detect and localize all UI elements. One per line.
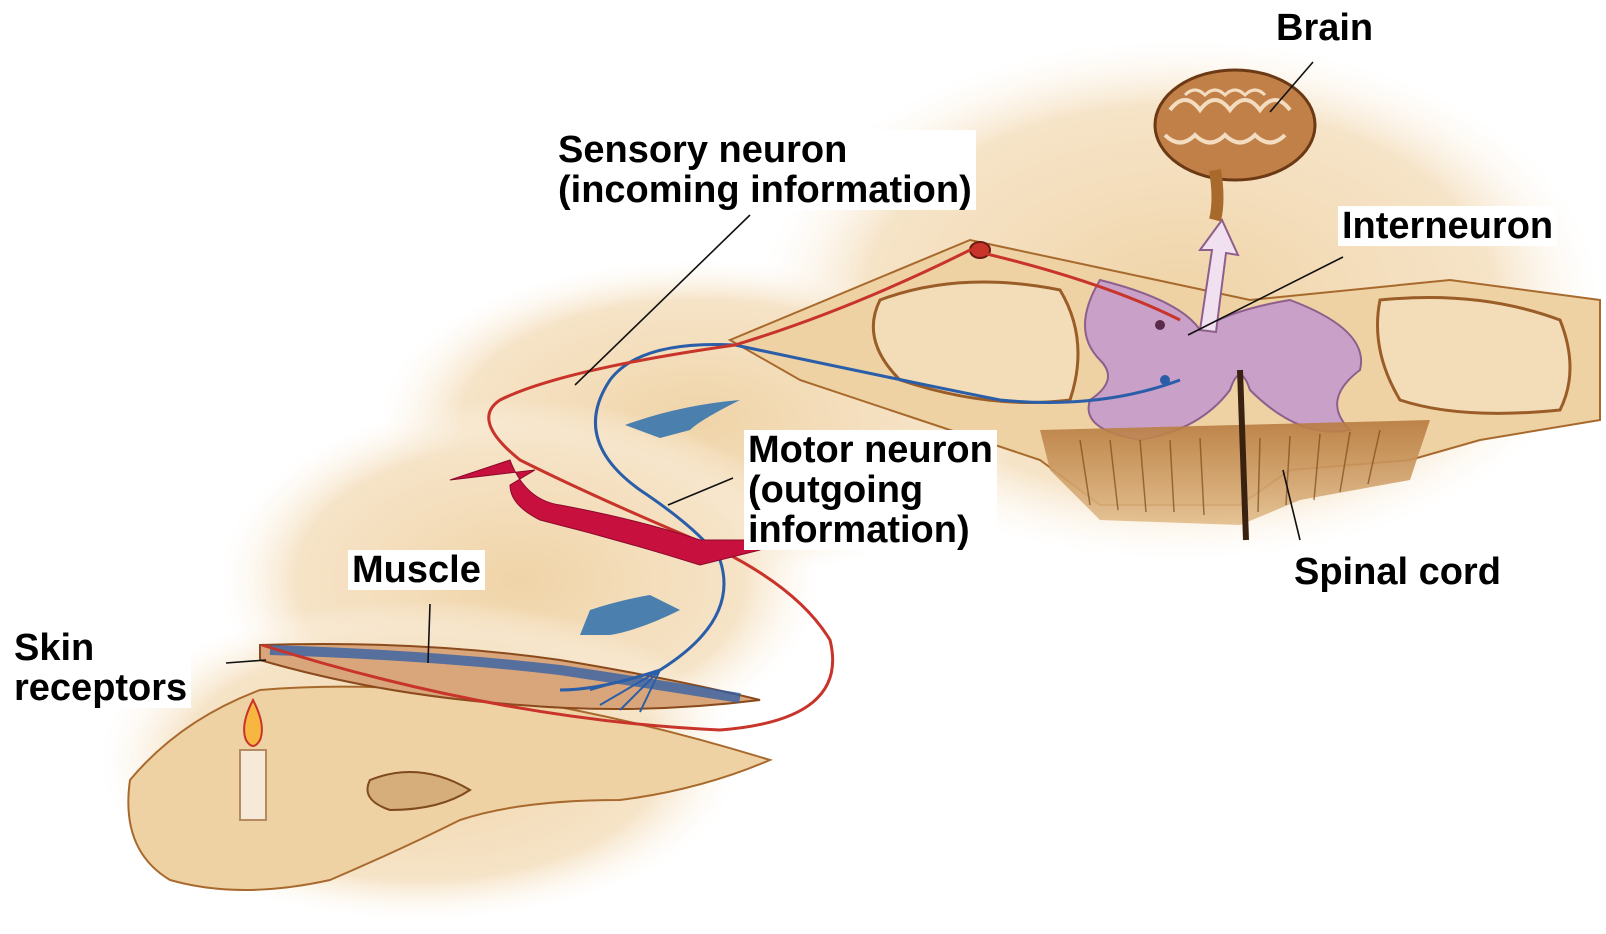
candle-icon [240,750,266,820]
interneuron-label-text: Interneuron [1342,205,1553,247]
spinal-cord-label: Spinal cord [1290,552,1505,592]
sensory-neuron-label-sub: (incoming information) [558,170,972,210]
brain-label: Brain [1272,8,1377,48]
motor-neuron-label-sub2: information) [748,510,993,550]
brain-label-text: Brain [1276,7,1373,49]
muscle-label-text: Muscle [352,549,481,591]
skin-receptors-label-text: Skin [14,628,187,668]
skin-receptors-label-sub: receptors [14,668,187,708]
interneuron-label: Interneuron [1338,206,1557,246]
spinal-cord-label-text: Spinal cord [1294,551,1501,593]
sensory-neuron-label-text: Sensory neuron [558,130,972,170]
motor-neuron-label: Motor neuron (outgoing information) [744,430,997,550]
motor-neuron-label-text: Motor neuron [748,430,993,470]
sensory-neuron-label: Sensory neuron (incoming information) [554,130,976,210]
muscle-label: Muscle [348,550,485,590]
skin-receptors-label: Skin receptors [10,628,191,708]
motor-neuron-label-sub1: (outgoing [748,470,993,510]
